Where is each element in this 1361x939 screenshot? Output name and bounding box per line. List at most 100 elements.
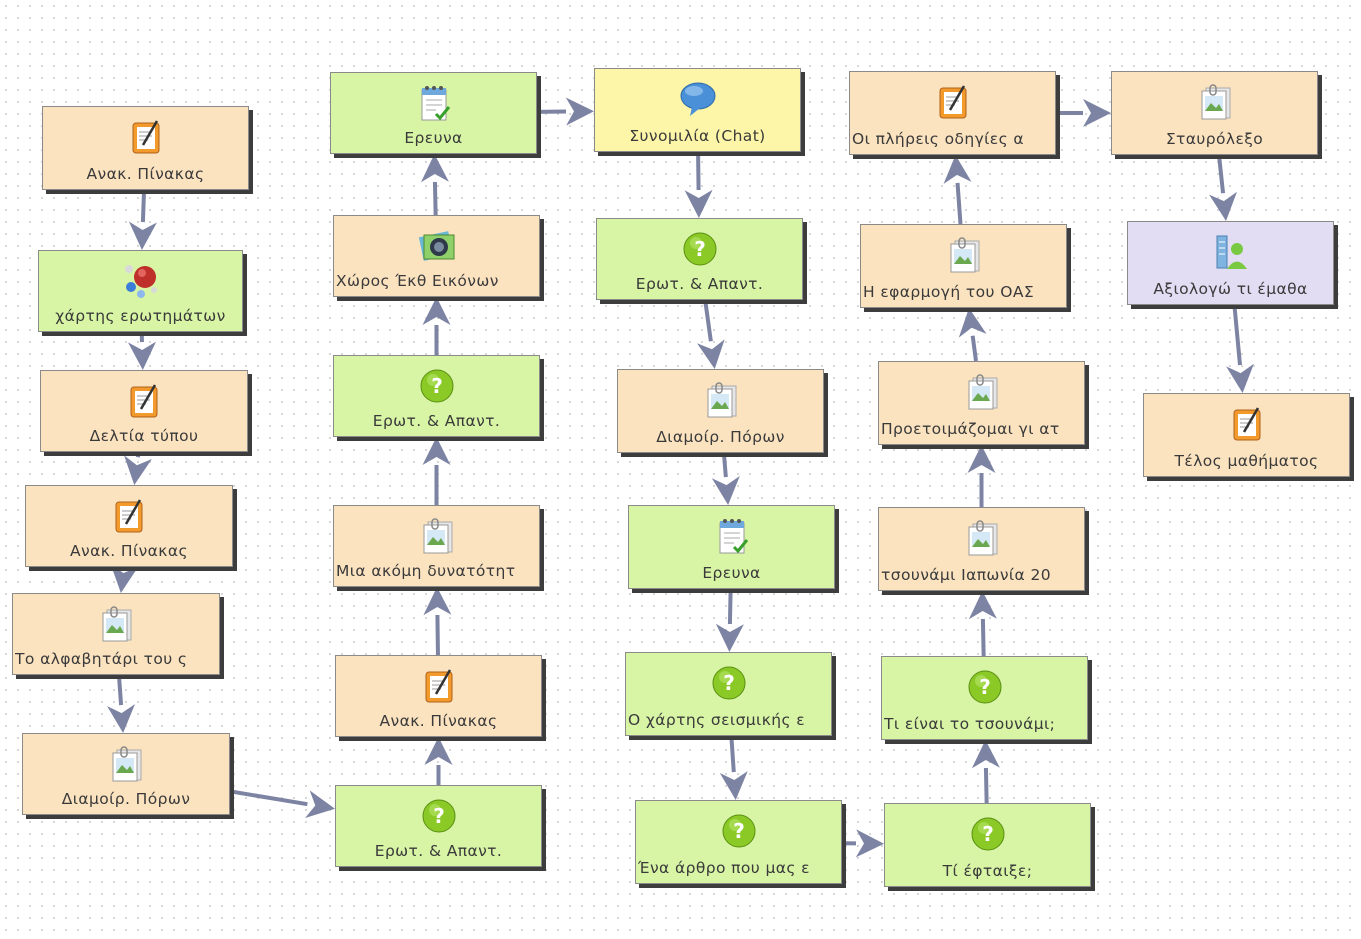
arrow-head <box>107 704 135 733</box>
notepad-icon <box>109 496 149 536</box>
activity-label: Μια ακόμη δυνατότητ <box>336 562 516 580</box>
connector-line <box>229 789 308 807</box>
question-icon: ? <box>968 814 1008 854</box>
notepad-icon <box>419 666 459 706</box>
activity-node[interactable]: ? Ερωτ. & Απαντ. <box>333 355 540 437</box>
connector-line <box>435 614 440 656</box>
activity-node[interactable]: ?Ερωτ. & Απαντ. <box>335 785 542 867</box>
activity-node[interactable]: ? Ένα άρθρο που μας ε <box>635 800 842 884</box>
activity-label: Ένα άρθρο που μας ε <box>638 859 810 877</box>
arrow-head <box>697 339 725 369</box>
question-icon: ? <box>709 663 749 703</box>
arrow-head <box>424 737 453 765</box>
activity-node[interactable]: Η εφαρμογή του ΟΑΣ <box>860 224 1067 308</box>
arrow-head <box>958 308 987 338</box>
arrow-head <box>423 587 452 616</box>
activity-node[interactable]: ? Τί έφταιξε; <box>884 803 1091 887</box>
connector-line <box>729 735 736 773</box>
activity-node[interactable]: Τέλος μαθήματος <box>1143 393 1350 477</box>
activity-node[interactable]: τσουνάμι Ιαπωνία 20 <box>878 507 1085 591</box>
activity-label: Αξιολογώ τι έμαθα <box>1153 280 1308 298</box>
activity-node[interactable]: Ανακ. Πίνακας <box>335 655 542 737</box>
activity-node[interactable]: Μια ακόμη δυνατότητ <box>333 505 540 587</box>
activity-label: Διαμοίρ. Πόρων <box>656 428 785 446</box>
connector-line <box>432 181 438 216</box>
image-resource-icon <box>417 516 457 556</box>
activity-label: Το αλφαβητάρι του ς <box>15 650 188 668</box>
arrow-head <box>422 437 451 465</box>
connector-line <box>727 588 733 625</box>
activity-label: Δελτία τύπου <box>89 427 199 445</box>
connector-line <box>955 182 963 225</box>
arrow-head <box>565 97 594 126</box>
activity-node[interactable]: Αξιολογώ τι έμαθα <box>1127 221 1334 305</box>
arrow-head <box>124 455 152 485</box>
svg-text:?: ? <box>733 819 745 843</box>
arrow-head <box>719 771 748 800</box>
activity-label: Ερωτ. & Απαντ. <box>635 275 764 293</box>
arrow-head <box>1209 191 1237 221</box>
activity-node[interactable]: Προετοιμάζομαι γι ατ <box>878 361 1085 445</box>
survey-person-icon <box>1211 232 1251 272</box>
image-resource-icon <box>962 372 1002 412</box>
activity-node[interactable]: Χώρος Έκθ Εικόνων <box>333 215 540 297</box>
arrow-head <box>110 563 139 593</box>
activity-node[interactable]: Διαμοίρ. Πόρων <box>617 369 824 453</box>
arrow-head <box>421 154 449 183</box>
arrow-head <box>968 591 997 620</box>
image-resource-icon <box>106 744 146 784</box>
activity-node[interactable]: Ανακ. Πίνακας <box>25 485 233 567</box>
activity-node[interactable]: Ερευνα <box>628 505 835 589</box>
molecule-map-icon <box>121 261 161 301</box>
activity-label: Τι είναι το τσουνάμι; <box>884 715 1056 733</box>
arrow-head <box>684 189 713 218</box>
connector-line <box>140 189 147 223</box>
arrow-head <box>855 829 884 858</box>
activity-label: Ανακ. Πίνακας <box>70 542 188 560</box>
arrow-head <box>305 790 335 818</box>
activity-node[interactable]: χάρτης ερωτημάτων <box>38 250 243 332</box>
svg-text:?: ? <box>982 822 994 846</box>
connector-line <box>135 451 141 458</box>
activity-label: Προετοιμάζομαι γι ατ <box>881 420 1060 438</box>
activity-node[interactable]: Οι πλήρεις οδηγίες α <box>849 71 1056 155</box>
activity-node[interactable]: Σταυρόλεξο <box>1111 71 1318 155</box>
arrow-head <box>1226 363 1254 393</box>
image-resource-icon <box>944 235 984 275</box>
connector-line <box>696 151 701 191</box>
activity-label: Η εφαρμογή του ΟΑΣ <box>863 283 1035 301</box>
activity-node[interactable]: ?Ο χάρτης σεισμικής ε <box>625 652 832 736</box>
question-icon: ? <box>719 811 759 851</box>
activity-node[interactable]: ? Ερωτ. & Απαντ. <box>596 218 803 300</box>
svg-text:?: ? <box>433 804 445 828</box>
arrow-head <box>967 445 996 473</box>
notepad-icon <box>1227 404 1267 444</box>
connector-line <box>1216 154 1226 194</box>
notepad-icon <box>126 117 166 157</box>
activity-node[interactable]: Διαμοίρ. Πόρων <box>22 733 230 815</box>
activity-label: χάρτης ερωτημάτων <box>55 307 226 325</box>
checklist-icon <box>414 83 454 123</box>
activity-node[interactable]: Δελτία τύπου <box>40 370 248 452</box>
activity-node[interactable]: Ανακ. Πίνακας <box>42 106 249 190</box>
activity-label: Τί έφταιξε; <box>942 862 1033 880</box>
activity-label: Ερευνα <box>404 129 463 147</box>
arrow-head <box>128 341 156 370</box>
question-icon: ? <box>417 366 457 406</box>
svg-text:?: ? <box>431 374 443 398</box>
image-resource-icon <box>1195 82 1235 122</box>
activity-node[interactable]: Το αλφαβητάρι του ς <box>12 593 220 675</box>
activity-label: Ερωτ. & Απαντ. <box>372 412 501 430</box>
connector-line <box>983 767 989 804</box>
checklist-icon <box>712 516 752 556</box>
image-resource-icon <box>962 518 1002 558</box>
question-icon: ? <box>680 229 720 269</box>
activity-node[interactable]: Συνομιλία (Chat) <box>594 68 801 152</box>
connector-line <box>703 299 713 342</box>
activity-node[interactable]: ?Τι είναι το τσουνάμι; <box>881 656 1088 740</box>
svg-text:?: ? <box>694 237 706 261</box>
connector-line <box>116 674 124 706</box>
arrow-head <box>422 297 451 325</box>
activity-node[interactable]: Ερευνα <box>330 72 537 154</box>
arrow-head <box>711 476 740 505</box>
